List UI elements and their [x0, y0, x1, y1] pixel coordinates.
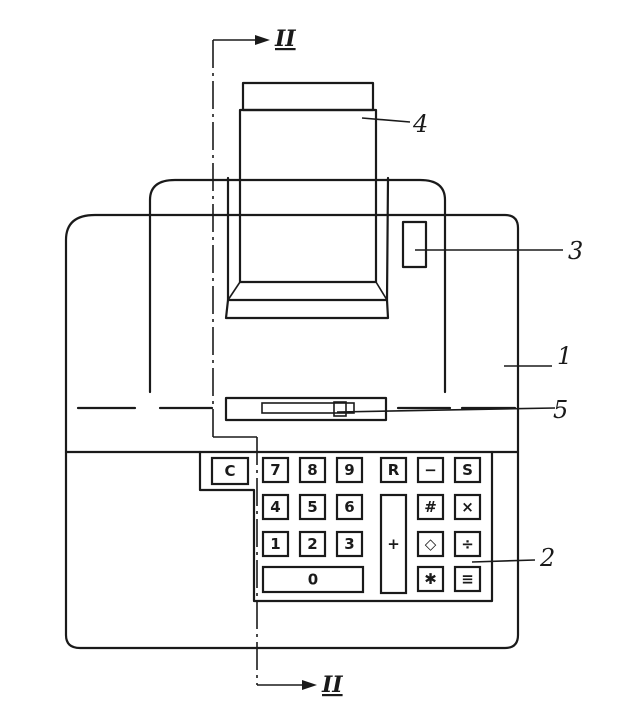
svg-text:8: 8 [307, 461, 317, 479]
key-1[interactable]: 1 [261, 530, 290, 558]
key-hash[interactable]: # [416, 493, 445, 521]
key-7[interactable]: 7 [261, 456, 290, 484]
keyboard-outline [198, 450, 494, 603]
key-r[interactable]: R [379, 456, 408, 484]
svg-text:6: 6 [344, 498, 354, 516]
label-3: 3 [568, 237, 583, 265]
key-2[interactable]: 2 [298, 530, 327, 558]
key-clear[interactable]: C [210, 456, 250, 486]
key-diamond[interactable]: ◇ [416, 530, 445, 558]
key-3[interactable]: 3 [335, 530, 364, 558]
calculator-body [64, 213, 520, 650]
label-1: 1 [557, 342, 572, 370]
keypad: C 7 8 9 4 5 6 1 2 3 0 + R − S # × ◇ ÷ ✱ … [210, 456, 482, 595]
svg-text:S: S [462, 461, 473, 479]
svg-text:◇: ◇ [425, 535, 437, 553]
key-minus[interactable]: − [416, 456, 445, 484]
section-marker-top: II [274, 26, 296, 52]
reference-labels: 4 3 1 5 2 [336, 110, 583, 572]
svg-text:3: 3 [344, 535, 354, 553]
key-0[interactable]: 0 [261, 565, 365, 594]
label-4: 4 [412, 110, 428, 138]
svg-text:÷: ÷ [461, 535, 474, 553]
section-line [212, 35, 317, 690]
key-6[interactable]: 6 [335, 493, 364, 521]
key-9[interactable]: 9 [335, 456, 364, 484]
svg-text:#: # [424, 498, 437, 516]
key-divide[interactable]: ÷ [453, 530, 482, 558]
svg-text:9: 9 [344, 461, 354, 479]
svg-text:R: R [388, 461, 400, 479]
svg-text:✱: ✱ [424, 570, 437, 588]
svg-text:≡: ≡ [461, 570, 474, 588]
key-equals-total[interactable]: ≡ [453, 565, 482, 593]
key-multiply[interactable]: × [453, 493, 482, 521]
key-5[interactable]: 5 [298, 493, 327, 521]
svg-text:−: − [424, 461, 437, 479]
key-star[interactable]: ✱ [416, 565, 445, 593]
key-4[interactable]: 4 [261, 493, 290, 521]
key-plus[interactable]: + [379, 493, 408, 595]
key-8[interactable]: 8 [298, 456, 327, 484]
label-5: 5 [553, 396, 568, 424]
section-marker-bottom: II [321, 672, 343, 698]
svg-text:1: 1 [270, 535, 280, 553]
slider-slot [224, 396, 388, 422]
svg-text:+: + [387, 535, 400, 553]
top-housing [148, 178, 447, 394]
display-window [401, 220, 428, 269]
svg-text:4: 4 [270, 498, 280, 516]
key-s[interactable]: S [453, 456, 482, 484]
svg-text:5: 5 [307, 498, 317, 516]
svg-text:C: C [224, 462, 235, 480]
svg-text:2: 2 [307, 535, 317, 553]
svg-text:0: 0 [308, 571, 318, 589]
paper-roll [224, 81, 390, 320]
svg-text:×: × [461, 498, 474, 516]
svg-text:7: 7 [270, 461, 280, 479]
label-2: 2 [539, 544, 555, 572]
